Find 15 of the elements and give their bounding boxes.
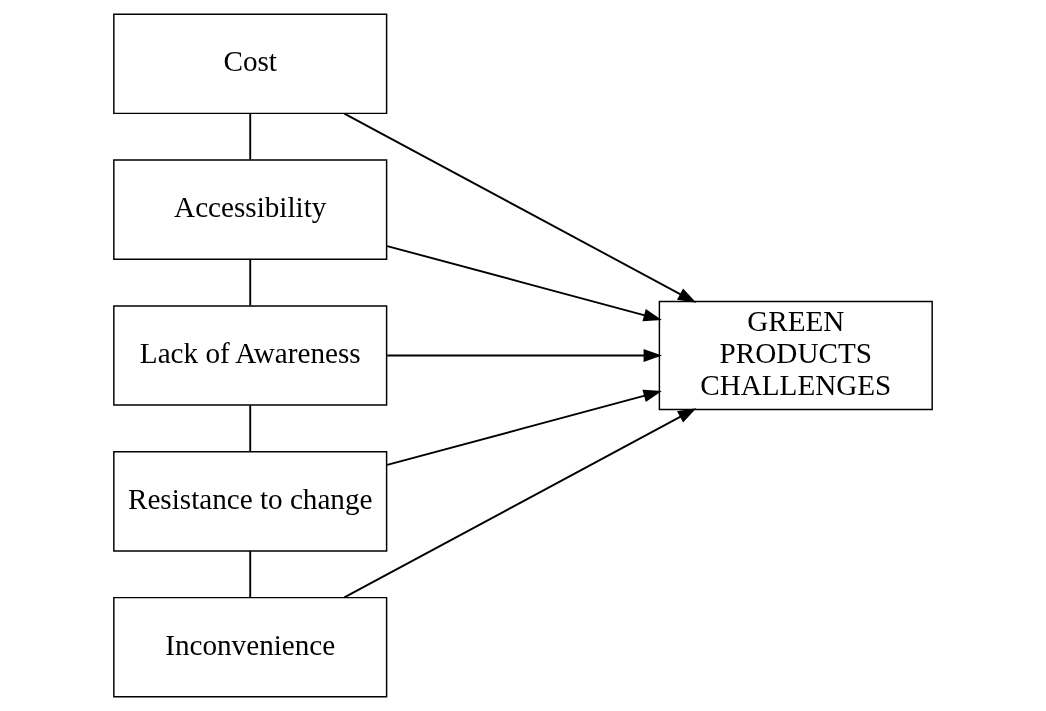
connector — [249, 112, 252, 161]
connector — [249, 550, 252, 599]
node-box: GREEN PRODUCTS CHALLENGES — [658, 300, 933, 411]
arrow — [343, 408, 697, 599]
node-box: Inconvenience — [113, 596, 388, 698]
node-box: Resistance to change — [113, 451, 388, 552]
connector — [249, 258, 252, 307]
arrow — [386, 245, 662, 322]
node-box: Cost — [113, 13, 388, 115]
arrow — [386, 349, 662, 362]
node-box: Lack of Awareness — [113, 305, 388, 406]
node-box: Accessibility — [113, 159, 388, 260]
connector — [249, 404, 252, 453]
arrow — [343, 112, 697, 303]
arrow — [386, 389, 662, 466]
